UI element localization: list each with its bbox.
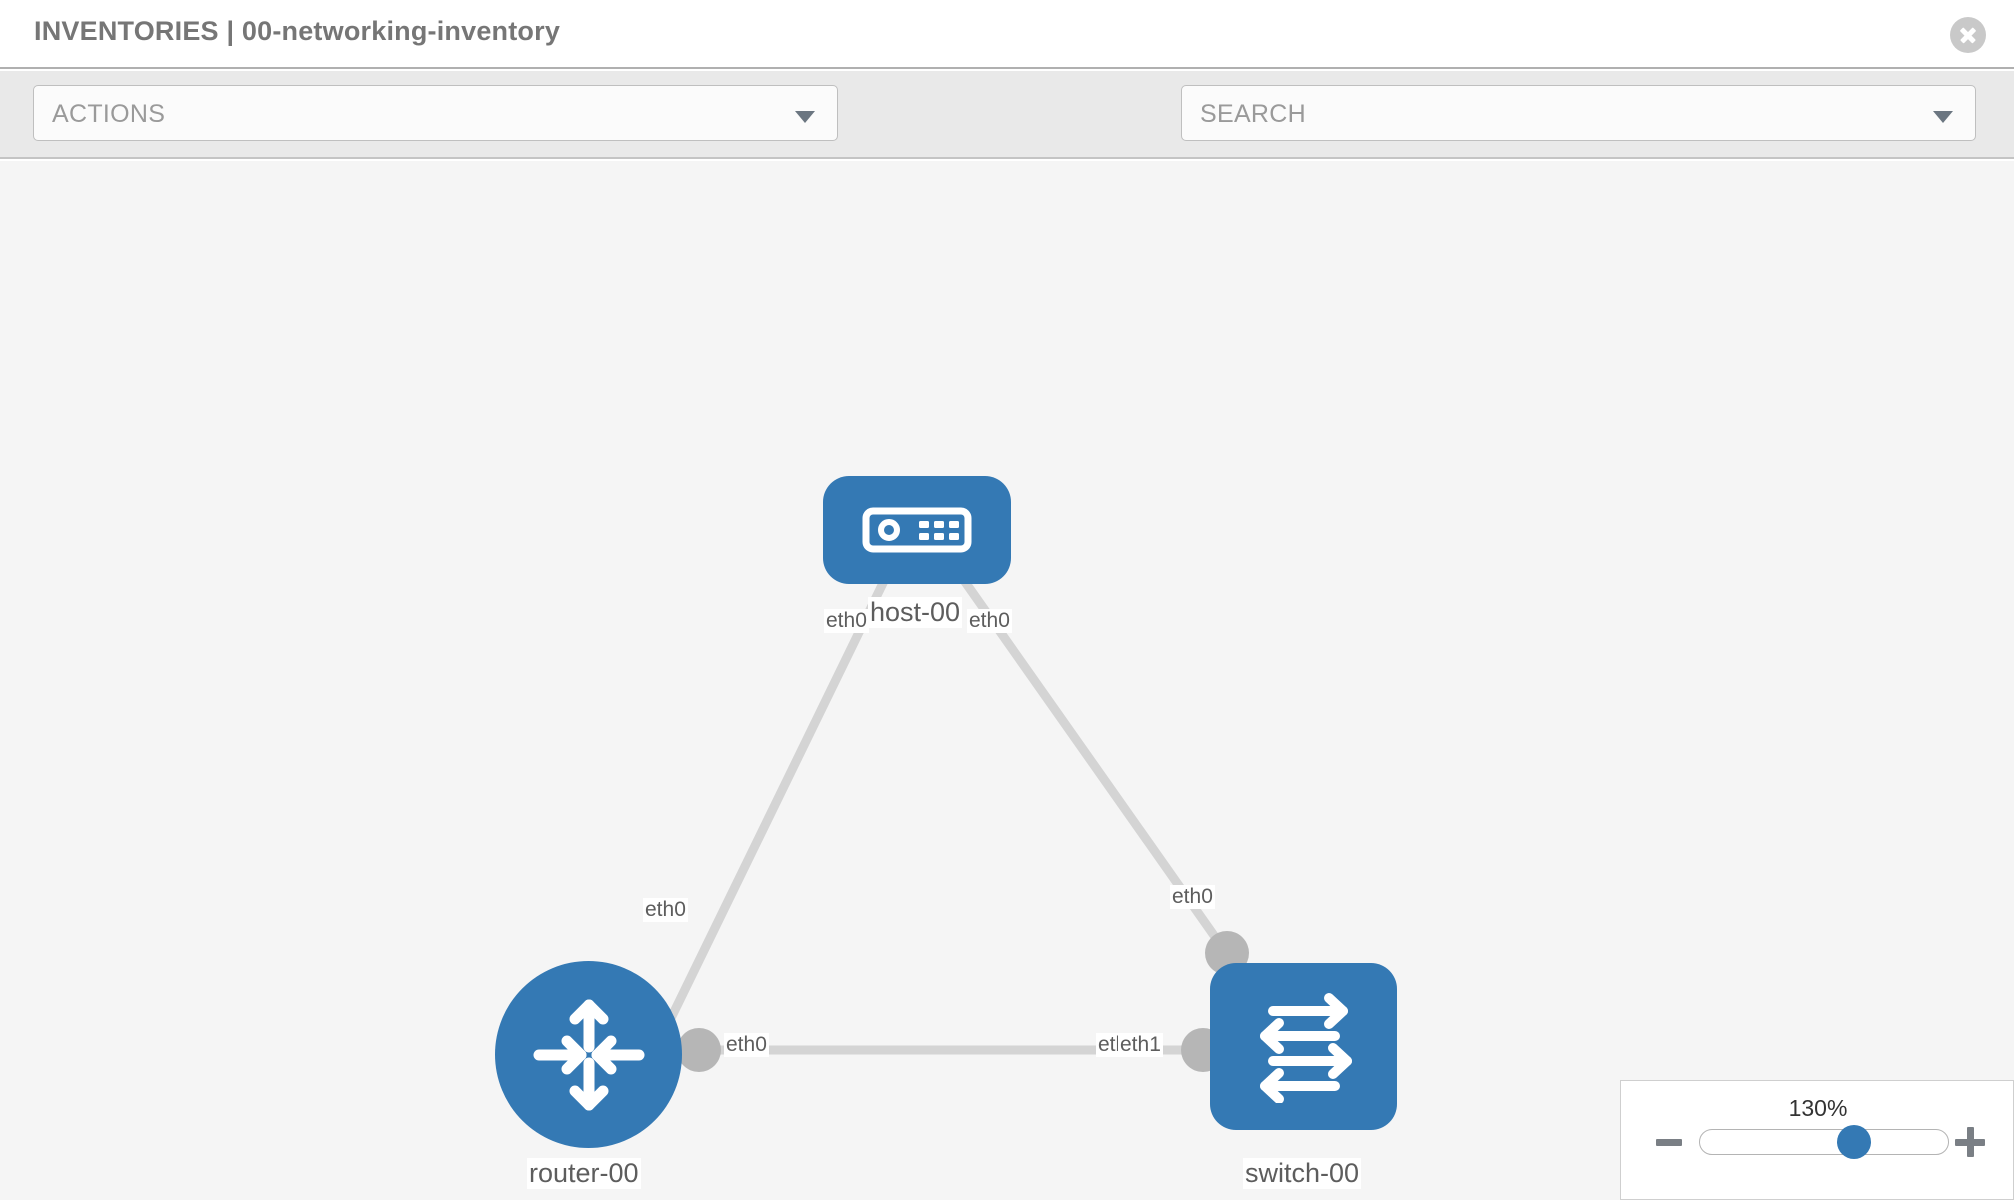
topology-links	[650, 574, 1237, 1056]
chevron-down-icon	[795, 111, 815, 123]
server-icon	[862, 507, 972, 553]
page-header: INVENTORIES | 00-networking-inventory	[0, 0, 2014, 69]
zoom-control-panel: 130%	[1620, 1080, 2014, 1200]
minus-icon[interactable]	[1656, 1139, 1682, 1146]
page-title: INVENTORIES | 00-networking-inventory	[34, 16, 561, 46]
actions-dropdown[interactable]: ACTIONS	[33, 85, 838, 141]
link-host-router[interactable]	[650, 574, 890, 1056]
toolbar: ACTIONS SEARCH	[0, 71, 2014, 199]
zoom-level-label: 130%	[1788, 1095, 1848, 1121]
search-input-placeholder: SEARCH	[1200, 100, 1306, 128]
search-dropdown[interactable]: SEARCH	[1181, 85, 1976, 141]
router-arrows-icon	[533, 999, 644, 1110]
host-node-shape[interactable]	[823, 476, 1011, 584]
chevron-down-icon	[1933, 111, 1953, 123]
actions-dropdown-label: ACTIONS	[52, 100, 166, 128]
node-host-00[interactable]	[823, 476, 1011, 584]
link-host-switch[interactable]	[958, 574, 1237, 966]
connection-handle[interactable]	[677, 1028, 721, 1072]
zoom-slider-track[interactable]	[1699, 1125, 1949, 1159]
topology-canvas[interactable]: host-00 router-00 switch-00 eth0 eth0 et…	[0, 161, 2014, 1200]
node-router-00[interactable]	[495, 961, 682, 1148]
switch-node-shape[interactable]	[1210, 963, 1397, 1130]
plus-icon[interactable]	[1955, 1127, 1985, 1157]
switch-arrows-icon	[1259, 992, 1352, 1103]
node-switch-00[interactable]	[1210, 963, 1397, 1130]
close-icon[interactable]	[1950, 17, 1986, 53]
router-node-shape[interactable]	[495, 961, 682, 1148]
zoom-slider-thumb[interactable]	[1836, 1125, 1871, 1159]
